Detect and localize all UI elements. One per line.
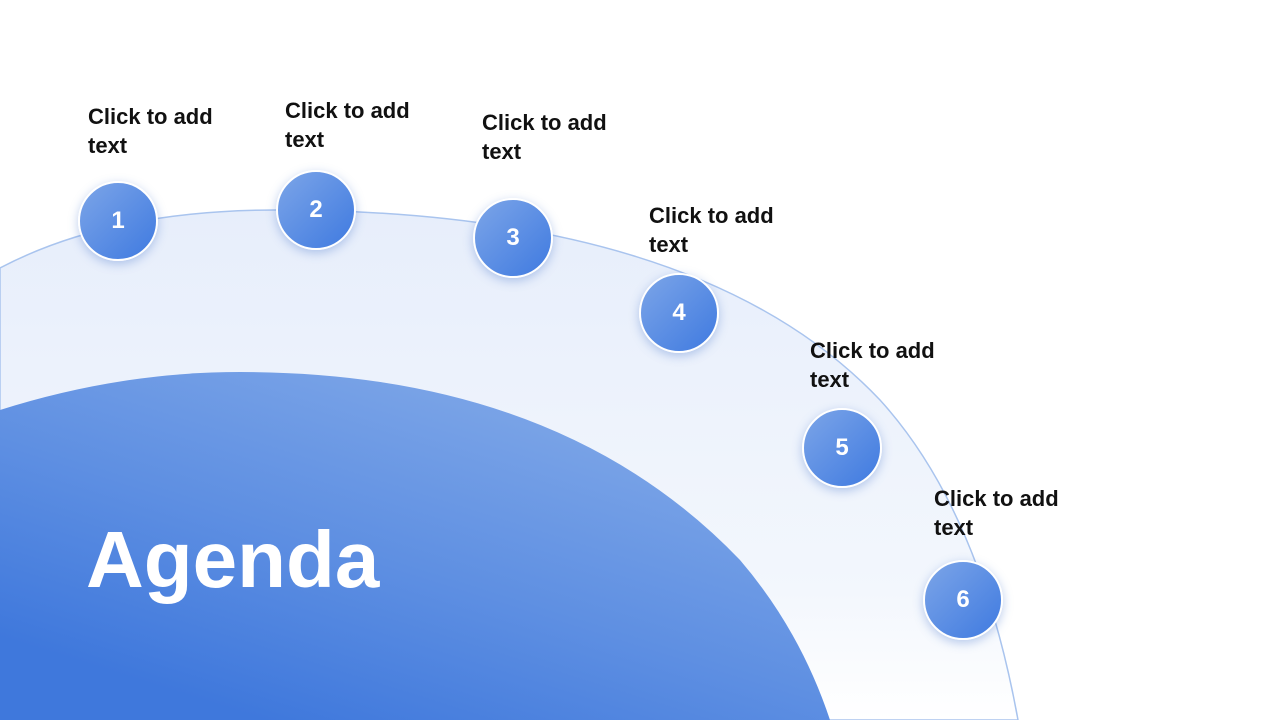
item-6-badge[interactable]: 6 bbox=[923, 560, 1003, 640]
item-4-number: 4 bbox=[672, 299, 686, 326]
item-2-number: 2 bbox=[309, 196, 323, 223]
item-5-badge[interactable]: 5 bbox=[802, 408, 882, 488]
item-3-badge[interactable]: 3 bbox=[473, 198, 553, 278]
item-4-text[interactable]: Click to add text bbox=[649, 203, 774, 257]
item-6-number: 6 bbox=[956, 586, 970, 613]
item-1-badge[interactable]: 1 bbox=[78, 181, 158, 261]
item-4-badge[interactable]: 4 bbox=[639, 273, 719, 353]
item-3-text[interactable]: Click to add text bbox=[482, 110, 607, 164]
item-3-number: 3 bbox=[506, 224, 520, 251]
item-2-text[interactable]: Click to add text bbox=[285, 98, 410, 152]
item-2-badge[interactable]: 2 bbox=[276, 170, 356, 250]
page-title: Agenda bbox=[86, 515, 380, 604]
item-6-text[interactable]: Click to add text bbox=[934, 486, 1059, 540]
inner-circle bbox=[0, 372, 830, 720]
item-1-number: 1 bbox=[111, 207, 125, 234]
item-5-text[interactable]: Click to add text bbox=[810, 338, 935, 392]
item-5-number: 5 bbox=[835, 434, 849, 461]
item-1-text[interactable]: Click to add text bbox=[88, 104, 213, 158]
